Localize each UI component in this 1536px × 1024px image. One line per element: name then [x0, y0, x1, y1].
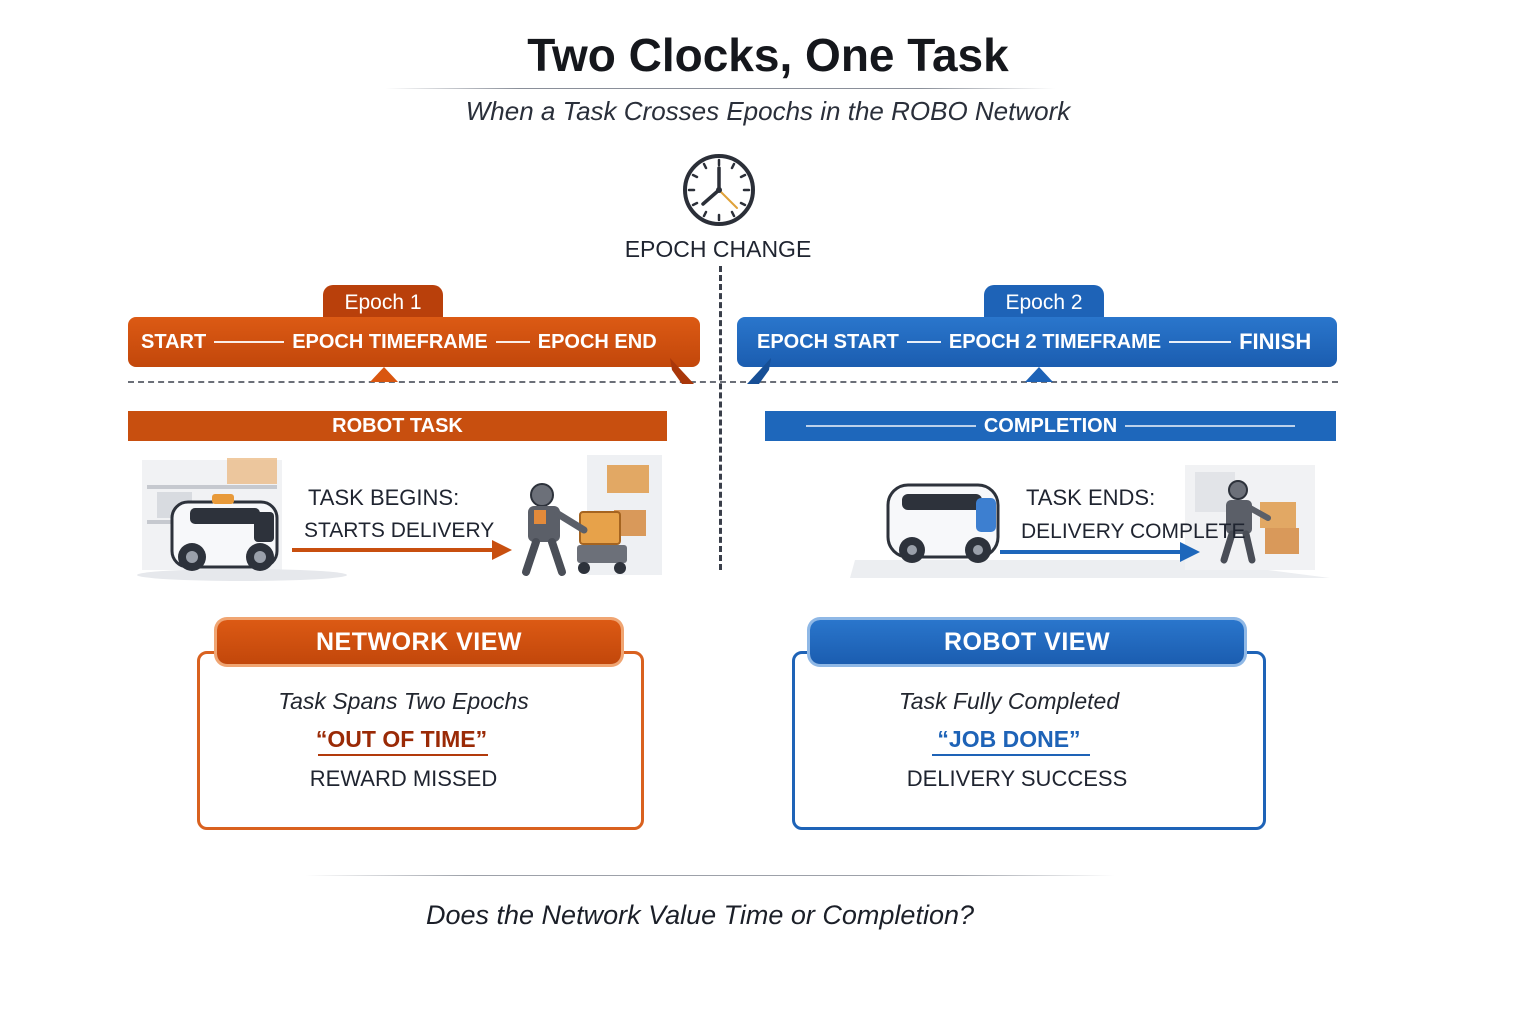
epoch2-start-label: EPOCH START	[757, 330, 899, 353]
network-view-result: REWARD MISSED	[309, 766, 498, 791]
network-view-card	[197, 651, 644, 830]
closing-question: Does the Network Value Time or Completio…	[425, 900, 974, 930]
footer-divider	[305, 875, 1115, 876]
epoch2-timeframe-label: EPOCH 2 TIMEFRAME	[948, 330, 1162, 353]
epoch1-timeframe-label: EPOCH TIMEFRAME	[292, 330, 488, 353]
network-view-verdict: “OUT OF TIME”	[315, 726, 488, 752]
epoch2-finish-label: FINISH	[1239, 329, 1312, 354]
epoch1-tab: Epoch 1	[323, 285, 443, 321]
delivery-complete-label: DELIVERY COMPLETE	[1021, 520, 1246, 543]
verdict-underline	[932, 754, 1090, 756]
dash-line	[495, 341, 530, 343]
epoch-divider	[719, 266, 722, 570]
network-view-line1: Task Spans Two Epochs	[278, 688, 529, 714]
page-subtitle: When a Task Crosses Epochs in the ROBO N…	[465, 96, 1071, 126]
warehouse-start-illustration	[137, 455, 662, 581]
network-view-header: NETWORK VIEW	[217, 620, 621, 664]
humanoid-robot-icon	[1220, 480, 1271, 564]
epoch1-timeline-bar: START EPOCH TIMEFRAME EPOCH END	[128, 317, 700, 367]
verdict-underline	[318, 754, 488, 756]
humanoid-robot-icon	[522, 483, 627, 576]
epoch2-start-corner-icon	[747, 358, 771, 384]
page-title: Two Clocks, One Task	[527, 29, 1009, 81]
title-divider	[385, 88, 1055, 89]
dash-line	[1125, 425, 1296, 427]
dash-line	[214, 341, 285, 343]
completion-label: COMPLETION	[983, 414, 1118, 437]
task-ends-label: TASK ENDS:	[1026, 485, 1156, 510]
starts-delivery-label: STARTS DELIVERY	[304, 519, 495, 542]
robot-view-line1: Task Fully Completed	[898, 688, 1120, 714]
dash-line	[805, 425, 976, 427]
dash-line	[1169, 341, 1232, 343]
epoch1-start-label: START	[141, 330, 207, 353]
warehouse-finish-illustration	[850, 465, 1330, 578]
epoch2-marker-icon	[1025, 367, 1053, 382]
delivery-robot-icon	[886, 483, 1000, 563]
robot-view-result: DELIVERY SUCCESS	[906, 766, 1128, 791]
clock-icon	[683, 154, 755, 226]
epoch1-end-corner-icon	[670, 358, 694, 384]
epoch1-marker-icon	[370, 367, 398, 382]
epoch2-tab: Epoch 2	[984, 285, 1104, 321]
robot-view-verdict: “JOB DONE”	[937, 726, 1081, 752]
epoch1-end-label: EPOCH END	[537, 330, 657, 353]
robot-task-label: ROBOT TASK	[332, 414, 463, 437]
epoch-change-label: EPOCH CHANGE	[624, 236, 812, 262]
robot-view-header: ROBOT VIEW	[810, 620, 1244, 664]
robot-view-card	[792, 651, 1266, 830]
delivery-robot-icon	[170, 494, 279, 571]
epoch2-timeline-bar: EPOCH START EPOCH 2 TIMEFRAME FINISH	[737, 317, 1337, 367]
dash-line	[906, 341, 941, 343]
timeline-dashed-line	[128, 381, 1338, 383]
robot-task-bar: ROBOT TASK	[128, 411, 667, 441]
task-begins-label: TASK BEGINS:	[308, 485, 460, 510]
completion-bar: COMPLETION	[765, 411, 1336, 441]
